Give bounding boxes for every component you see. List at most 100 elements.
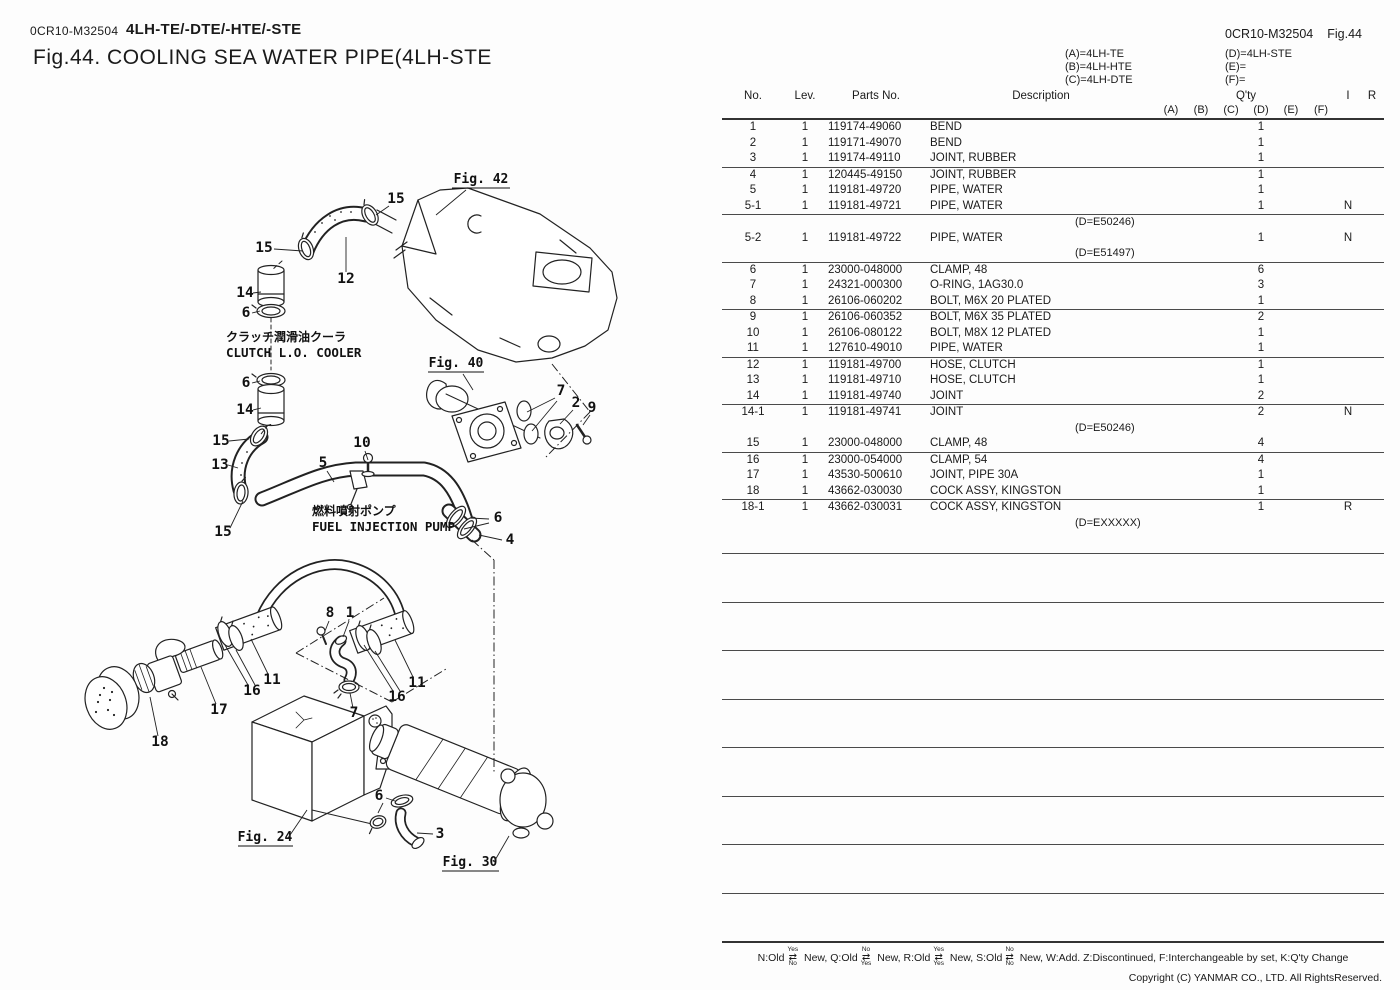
empty-row-rule [722, 747, 1384, 796]
leader-line [342, 620, 350, 638]
leader-line [416, 832, 434, 835]
leader-line [149, 696, 159, 737]
table-header-row: No. Lev. Parts No. Description Q'ty I R [722, 88, 1384, 104]
leader-line [251, 380, 261, 384]
bend-2 [544, 418, 574, 450]
callout-label: 2 [572, 395, 581, 411]
callout-label: 15 [212, 433, 229, 449]
qty-col-e: (E) [1283, 104, 1299, 116]
qty-col-d: (D) [1253, 104, 1269, 116]
callout-label: 18 [151, 734, 168, 750]
col-header-i: I [1346, 90, 1350, 102]
callout-label: 13 [211, 457, 228, 473]
callout-label: 5 [319, 455, 328, 471]
clamp-6-bottom-a [390, 794, 414, 808]
leader-line [374, 650, 401, 692]
clamp-15-top-right [361, 199, 379, 226]
leader-line [363, 644, 394, 692]
callout-label: 6 [242, 375, 251, 391]
callout-label: 7 [557, 383, 566, 399]
leader-line [349, 692, 354, 709]
guide-line [545, 411, 591, 458]
header-rule [722, 117, 1384, 120]
legend-arrow: Yes⇄No [787, 946, 799, 967]
col-header-qty: Q'ty [1235, 90, 1257, 102]
callout-label: 16 [243, 683, 260, 699]
variant-note-row: (D=E50246) [1075, 421, 1135, 434]
callout-label: 15 [387, 191, 404, 207]
leader-line [252, 291, 262, 294]
empty-row-rule [722, 601, 1384, 651]
callout-label: 14 [236, 285, 254, 301]
hose-loop [255, 559, 407, 626]
diagram-label: FUEL INJECTION PUMP [312, 519, 455, 534]
legend-arrow: No⇄No [1005, 946, 1014, 967]
figure-ref-label: Fig. 24 [238, 830, 293, 845]
guide-line [295, 597, 385, 654]
guide-line [391, 668, 447, 703]
empty-row-rule [722, 892, 1384, 942]
bolt-9 [575, 423, 592, 445]
model-key-right: (D)=4LH-STE (E)= (F)= [1225, 48, 1292, 86]
leader-line [273, 248, 304, 252]
parts-table: No. Lev. Parts No. Description Q'ty I R … [722, 88, 1384, 984]
leader-line [478, 534, 503, 541]
leader-line [375, 205, 390, 216]
callout-label: 1 [346, 605, 355, 621]
sea-water-pump [426, 379, 541, 463]
guide-line [295, 652, 393, 703]
diagram-label: クラッチ潤滑油クーラ [226, 329, 346, 344]
leader-line [252, 407, 262, 411]
leader-line [229, 500, 244, 529]
guide-line [471, 539, 495, 561]
callout-label: 6 [375, 788, 384, 804]
callout-label: 14 [236, 402, 254, 418]
empty-rows [722, 553, 1384, 941]
empty-spacer [722, 531, 1384, 553]
heat-exchanger-fig30 [368, 723, 554, 839]
empty-row-rule [722, 698, 1384, 748]
callout-label: 7 [350, 705, 359, 721]
footer-rule [722, 941, 1384, 943]
gearbox-fig24 [251, 695, 393, 825]
callout-label: 16 [388, 689, 405, 705]
qty-col-f: (F) [1313, 104, 1329, 116]
qty-col-a: (A) [1163, 104, 1179, 116]
copyright: Copyright (C) YANMAR CO., LTD. All Right… [1128, 972, 1382, 984]
leader-line [364, 450, 369, 461]
qty-col-c: (C) [1223, 104, 1239, 116]
kingston-cock-18 [84, 638, 186, 730]
clamp-15-top-left [297, 232, 315, 261]
assembly-guide-lines [295, 363, 591, 772]
leader-line [463, 522, 490, 530]
variant-note-row: (D=E50246) [722, 214, 1384, 231]
guide-line [551, 363, 591, 413]
o-rings-7 [516, 400, 539, 445]
callout-label: 11 [408, 675, 426, 691]
model-list-header: 4LH-TE/-DTE/-HTE/-STE [126, 21, 302, 38]
joint-rubber-3 [394, 807, 425, 850]
leader-line [582, 414, 591, 426]
figure-ref-label: Fig. 40 [429, 356, 484, 371]
empty-row-rule [722, 650, 1384, 699]
clamp-16-right-b [366, 624, 382, 655]
leader-line [251, 310, 261, 314]
catalog-code-left: 0CR10-M32504 [30, 24, 119, 38]
empty-row-rule [722, 795, 1384, 845]
callout-label: 11 [263, 672, 281, 688]
col-header-lev: Lev. [794, 90, 816, 102]
bolt-10 [361, 452, 375, 478]
